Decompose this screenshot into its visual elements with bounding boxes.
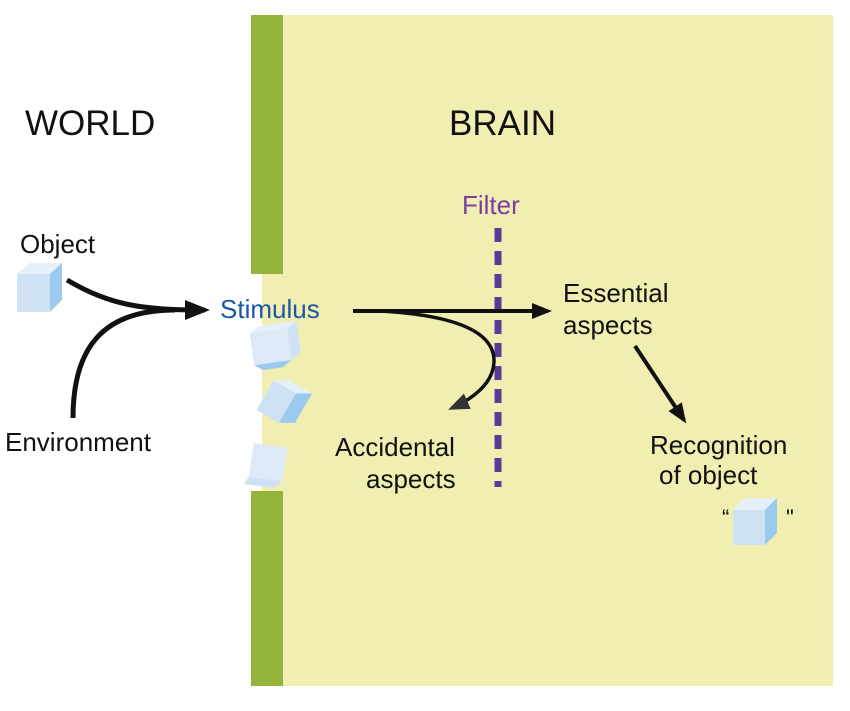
essential-label-line1: Essential (563, 278, 669, 308)
arrow-stimulus-to-accidental (379, 309, 496, 410)
stimulus-cube-3-icon (243, 442, 288, 489)
object-label: Object (20, 229, 96, 259)
barrier-bottom (251, 491, 283, 686)
quote-close: " (786, 505, 794, 530)
recognition-label-line2: of object (659, 460, 758, 490)
accidental-label-line2: aspects (366, 464, 456, 494)
stimulus-label: Stimulus (220, 294, 320, 324)
arrow-object-to-stimulus (65, 277, 210, 320)
stimulus-cube-2-icon (256, 380, 313, 423)
environment-label: Environment (5, 427, 152, 457)
quote-open: “ (722, 505, 729, 530)
brain-region (262, 15, 833, 686)
object-cube-icon (17, 263, 62, 312)
accidental-label-line1: Accidental (335, 432, 455, 462)
recognized-cube-icon (733, 498, 777, 545)
filter-label: Filter (462, 190, 520, 220)
essential-label-line2: aspects (563, 310, 653, 340)
stimulus-cube-1-icon (249, 320, 301, 371)
recognition-label-line1: Recognition (650, 430, 787, 460)
barrier-top (251, 15, 283, 274)
arrow-environment-to-stimulus (70, 307, 176, 419)
brain-label: BRAIN (449, 104, 556, 143)
world-label: WORLD (25, 104, 155, 143)
arrow-essential-to-recognition (633, 344, 687, 424)
